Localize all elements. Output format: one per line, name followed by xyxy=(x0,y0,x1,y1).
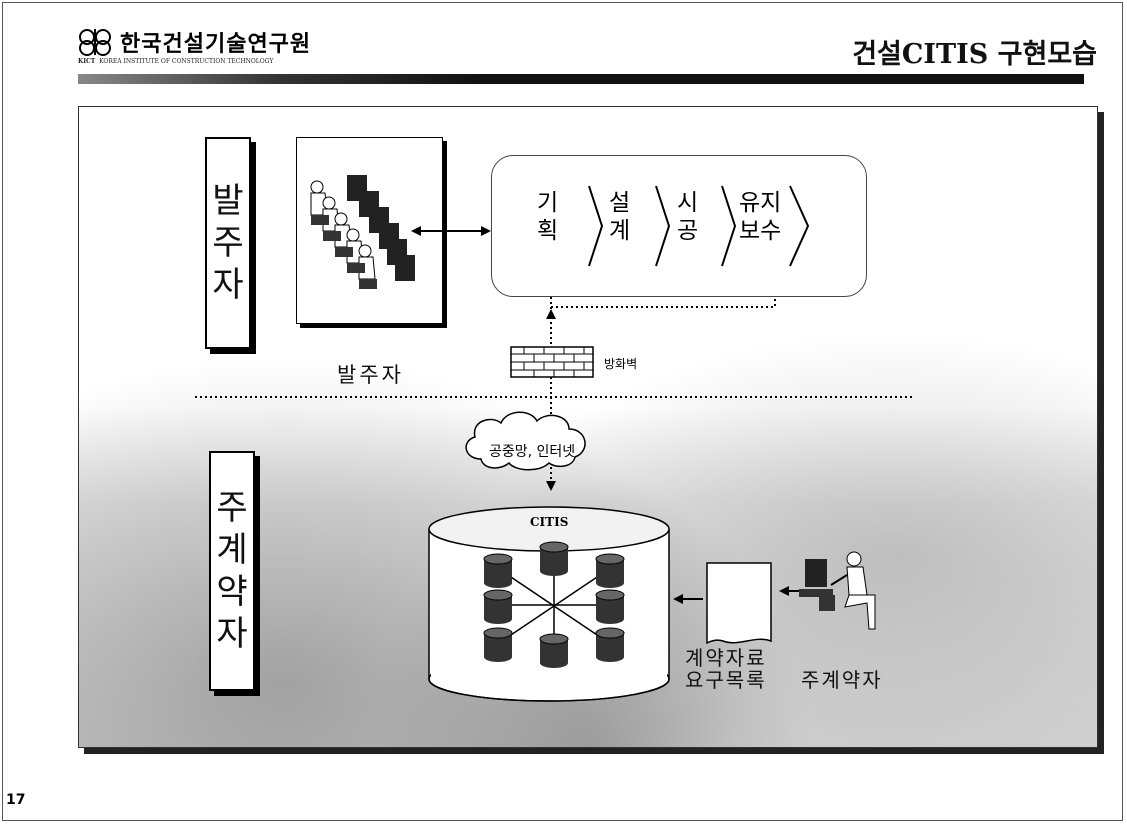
contractor-workstation-icon xyxy=(779,551,876,630)
contractor-side-char: 주 xyxy=(216,488,248,528)
process-chevrons xyxy=(588,185,810,267)
contractor-side-char: 계 xyxy=(216,530,248,570)
db-icon xyxy=(595,627,625,662)
stage-construction: 시 공 xyxy=(677,189,698,245)
stage-maintenance: 유지 보수 xyxy=(739,189,781,245)
stage-line: 기 xyxy=(537,190,559,216)
owner-side-char: 발 xyxy=(212,181,244,221)
diagram-panel: 발 주 자 주 계 약 자 발주자 기 획 설 계 시 공 유지 보수 방화벽 … xyxy=(78,106,1098,748)
internet-cloud-icon xyxy=(465,411,586,471)
document-icon xyxy=(706,562,772,645)
contract-data-caption: 계약자료 요구목록 xyxy=(685,647,767,691)
org-english-name: KOREA INSTITUTE OF CONSTRUCTION TECHNOLO… xyxy=(99,58,274,65)
header-divider xyxy=(78,74,1084,84)
owner-side-char: 주 xyxy=(212,223,244,263)
project-process-box xyxy=(491,155,867,297)
kict-logo-icon xyxy=(79,29,111,56)
doc-caption-line: 요구목록 xyxy=(685,668,767,692)
db-icon xyxy=(539,541,569,576)
owner-side-label: 발 주 자 xyxy=(205,137,251,349)
owner-side-char: 자 xyxy=(212,265,244,305)
office-workers-icon xyxy=(310,175,415,289)
db-icon xyxy=(483,589,513,624)
owner-caption: 발주자 xyxy=(337,363,404,387)
org-name: 한국건설기술연구원 xyxy=(120,32,312,57)
stage-line: 획 xyxy=(537,218,559,244)
stage-line: 설 xyxy=(609,190,631,216)
db-icon xyxy=(595,553,625,588)
db-icon xyxy=(483,553,513,588)
stage-line: 시 xyxy=(677,190,699,216)
network-label: 공중망, 인터넷 xyxy=(489,444,576,460)
db-icon xyxy=(595,589,625,624)
firewall-icon xyxy=(510,346,594,378)
db-icon xyxy=(539,633,569,668)
db-nodes xyxy=(483,541,625,668)
contractor-side-char: 자 xyxy=(216,614,248,654)
diagram-lines xyxy=(195,175,915,702)
stage-design: 설 계 xyxy=(609,189,630,245)
riser-arrows xyxy=(546,273,780,491)
stage-line: 계 xyxy=(609,218,631,244)
citis-label: CITIS xyxy=(530,515,569,529)
stage-line: 공 xyxy=(677,218,699,244)
slide-title: 건설CITIS 구현모습 xyxy=(852,39,1097,70)
org-abbr: KICT xyxy=(78,58,96,65)
page-number: 17 xyxy=(6,792,26,808)
stage-line: 보수 xyxy=(739,218,782,244)
db-icon xyxy=(483,627,513,662)
contractor-side-label: 주 계 약 자 xyxy=(209,451,255,691)
db-network-links xyxy=(497,562,611,647)
firewall-label: 방화벽 xyxy=(604,357,638,371)
contractor-caption: 주계약자 xyxy=(801,668,883,692)
stage-planning: 기 획 xyxy=(537,189,558,245)
org-logo: 한국건설기술연구원 xyxy=(78,26,311,58)
stage-line: 유지 xyxy=(739,190,782,216)
org-english-line: KICT KOREA INSTITUTE OF CONSTRUCTION TEC… xyxy=(78,58,273,65)
contractor-side-char: 약 xyxy=(216,572,248,612)
owner-photo-frame xyxy=(296,137,443,324)
citis-database-cylinder xyxy=(428,506,670,702)
doc-caption-line: 계약자료 xyxy=(685,646,767,670)
